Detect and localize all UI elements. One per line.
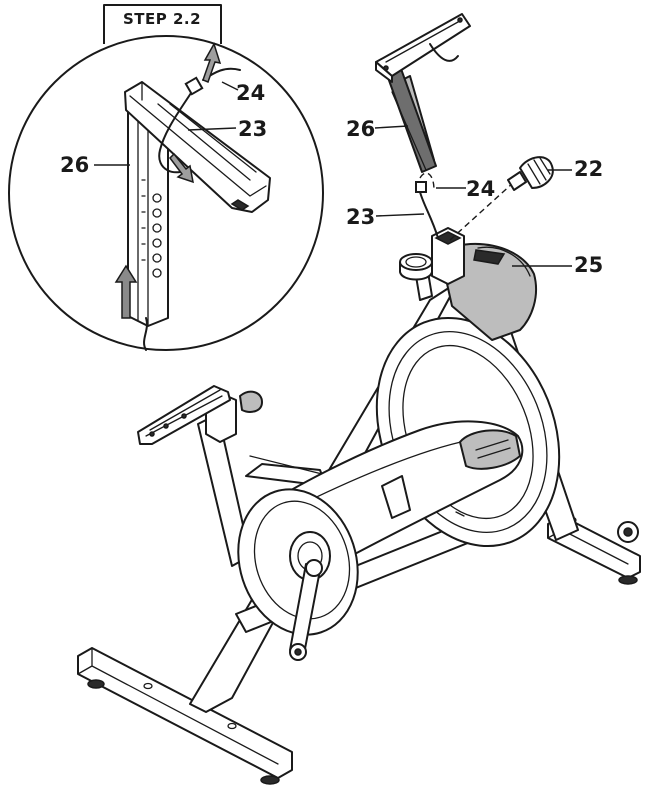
adjustment-knob-22 [449, 156, 554, 241]
detail-inset: STEP 2.2 [8, 4, 324, 351]
inset-saddle-bracket [124, 81, 271, 213]
inset-arrow-up [114, 264, 138, 319]
inset-cable [158, 89, 194, 174]
resistance-knob [399, 253, 433, 301]
callout-inset-24: 24 [236, 81, 265, 105]
callout-main-25: 25 [574, 253, 603, 277]
callout-main-26: 26 [346, 117, 375, 141]
callout-main-23: 23 [346, 205, 375, 229]
inset-seat-post [127, 99, 169, 327]
callout-main-24: 24 [466, 177, 495, 201]
step-label: STEP 2.2 [123, 10, 201, 28]
step-tab [103, 4, 222, 44]
crank-arm [289, 559, 323, 661]
inset-arrow-down-right [169, 152, 194, 184]
main-cable [415, 172, 439, 239]
inset-arrow-up-right [202, 42, 222, 83]
handlebar-receiver [431, 227, 465, 285]
callout-inset-26: 26 [60, 153, 89, 177]
rear-seat-slider [137, 385, 263, 445]
callout-main-22: 22 [574, 157, 603, 181]
handlebar-post [375, 13, 471, 173]
rear-stabilizer [77, 647, 293, 785]
inset-connector [184, 76, 204, 96]
exercise-bike: 26 24 23 22 25 [77, 13, 641, 785]
callout-inset-23: 23 [238, 117, 267, 141]
